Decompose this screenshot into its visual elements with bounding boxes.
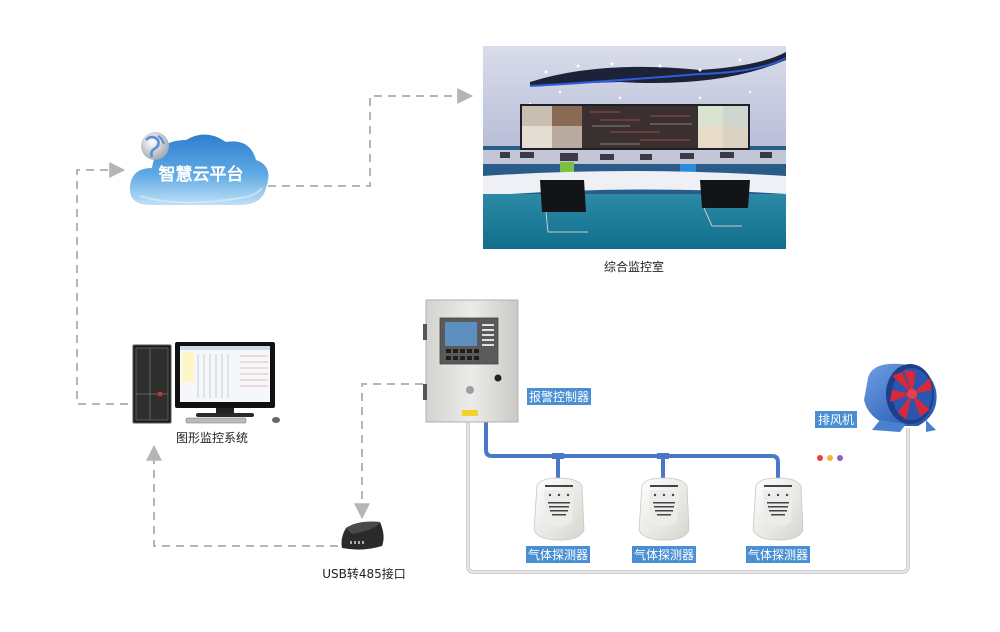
gas-detector-icon (752, 477, 804, 541)
controller-label: 报警控制器 (529, 389, 589, 404)
detector-tag (746, 546, 810, 563)
gas-detector-icon (638, 477, 690, 541)
edge-pc-to-cloud (76, 162, 128, 405)
cloud-label: 智慧云平台 (159, 164, 244, 185)
edge-controller-to-usb485 (354, 383, 423, 520)
usb485-label: USB转485接口 (322, 566, 406, 581)
more-devices-dots (817, 455, 843, 461)
detector-label: 气体探测器 (748, 547, 808, 562)
fan-tag (815, 411, 857, 428)
globe-icon (141, 132, 169, 160)
dot-yellow (827, 455, 833, 461)
gas-detector-1: 气体探测器 (526, 477, 590, 563)
detector-label: 气体探测器 (634, 547, 694, 562)
dot-purple (837, 455, 843, 461)
alarm-controller-icon (423, 299, 519, 423)
usb-485-converter-icon (341, 521, 384, 550)
fan-label: 排风机 (818, 413, 854, 427)
cloud-platform-icon (129, 132, 269, 205)
control-room-label: 综合监控室 (604, 259, 664, 274)
edge-cloud-to-control-room (268, 88, 474, 187)
cable-controller-to-detectors (484, 420, 780, 478)
gas-detector-2: 气体探测器 (632, 477, 696, 563)
dashed-connectors (76, 88, 474, 547)
detector-label: 气体探测器 (528, 547, 588, 562)
detector-tag (526, 546, 590, 563)
exhaust-fan-icon (864, 363, 937, 432)
gas-detector-3: 气体探测器 (746, 477, 810, 563)
control-room-photo (483, 46, 787, 249)
gas-detector-icon (533, 477, 585, 541)
controller-tag (527, 388, 591, 405)
pc-label: 图形监控系统 (176, 431, 248, 445)
dot-red (817, 455, 823, 461)
desktop-computer-icon (132, 342, 280, 424)
edge-usb485-to-pc (146, 444, 338, 547)
detector-tag (632, 546, 696, 563)
